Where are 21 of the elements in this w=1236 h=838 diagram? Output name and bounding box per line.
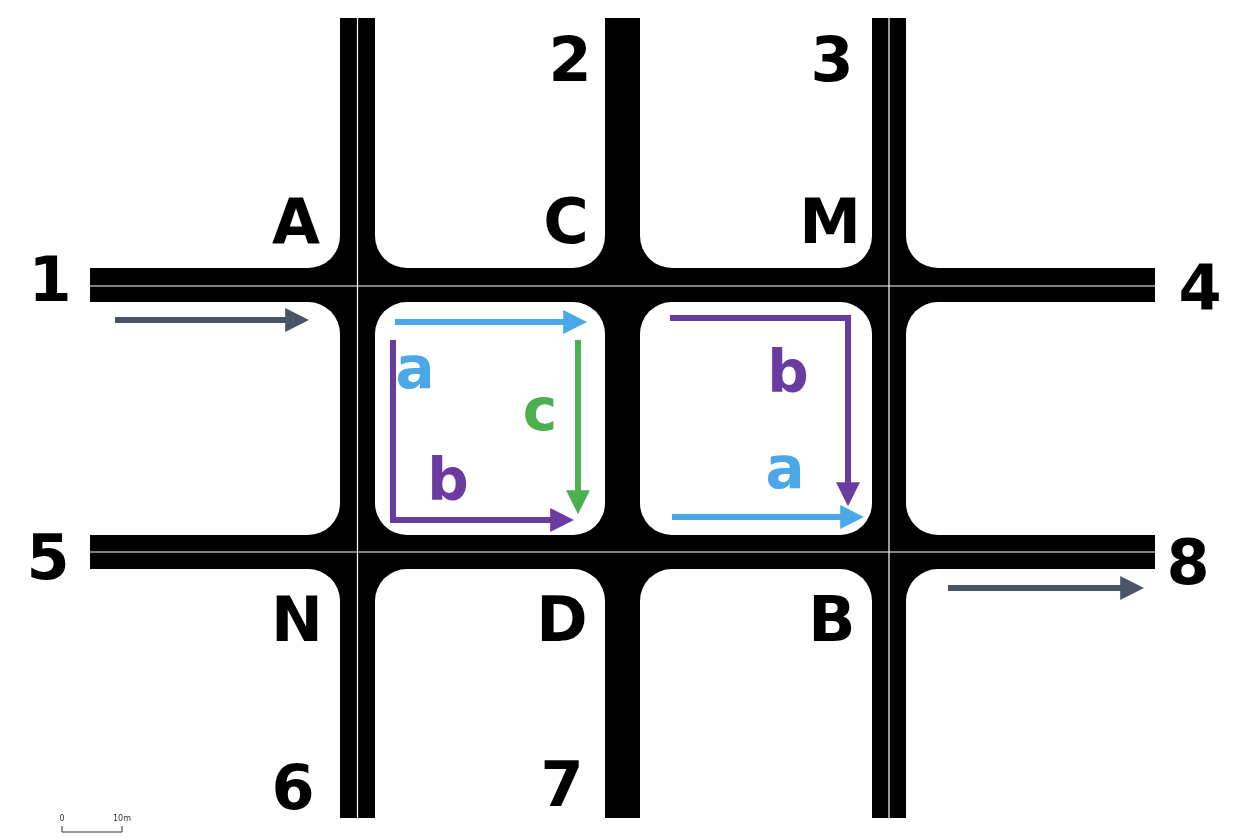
road-number: 5 xyxy=(26,527,70,589)
route-label: a xyxy=(765,439,805,497)
intersection-label: N xyxy=(271,589,323,651)
scale-label: 10m xyxy=(113,815,131,823)
road-number: 3 xyxy=(810,29,854,91)
road-number: 6 xyxy=(271,757,315,819)
road-number: 4 xyxy=(1178,257,1222,319)
intersection-label: A xyxy=(272,191,320,253)
road-number: 1 xyxy=(28,249,72,311)
intersection-label: D xyxy=(536,589,588,651)
road-number: 7 xyxy=(540,754,584,816)
road-number: 8 xyxy=(1166,532,1210,594)
intersection-label: C xyxy=(543,191,589,253)
intersection-label: B xyxy=(808,589,856,651)
route-label: a xyxy=(395,339,435,397)
route-label: c xyxy=(522,381,558,439)
intersection-label: M xyxy=(799,191,861,253)
route-label: b xyxy=(427,451,469,509)
route-label: b xyxy=(767,343,809,401)
road-number: 2 xyxy=(548,29,592,91)
scale-label: 0 xyxy=(59,815,65,823)
